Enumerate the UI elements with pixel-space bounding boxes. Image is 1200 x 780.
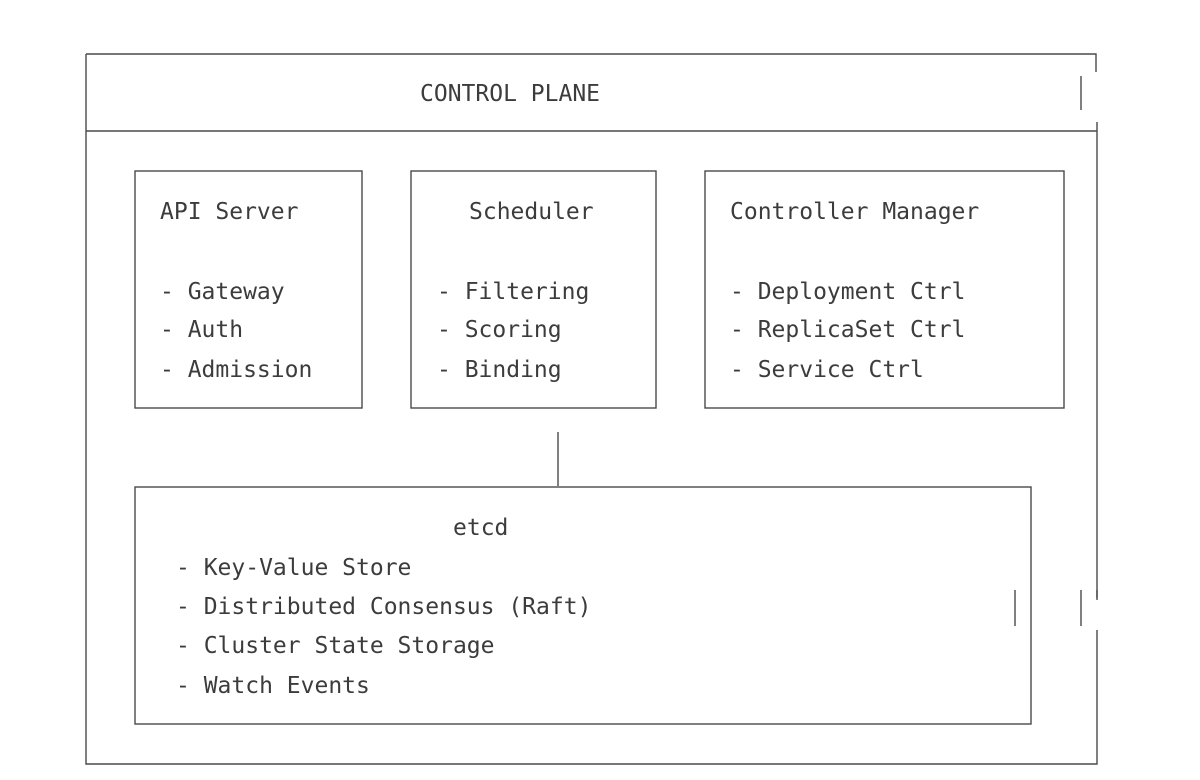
etcd-box <box>134 486 1032 725</box>
control-plane-frame <box>85 53 1098 765</box>
scheduler-item-scoring: - Scoring <box>437 317 562 343</box>
api-server-item-gateway: - Gateway <box>160 279 285 305</box>
controller-item-service: - Service Ctrl <box>730 357 924 383</box>
control-plane-title: CONTROL PLANE <box>420 81 601 107</box>
etcd-item-state-storage: - Cluster State Storage <box>176 633 495 659</box>
scheduler-item-binding: - Binding <box>437 357 562 383</box>
controller-item-deployment: - Deployment Ctrl <box>730 279 966 305</box>
controller-item-replicaset: - ReplicaSet Ctrl <box>730 317 966 343</box>
api-server-item-admission: - Admission <box>160 357 313 383</box>
api-server-box <box>134 170 363 409</box>
api-server-item-auth: - Auth <box>160 317 244 343</box>
controller-manager-box <box>704 170 1065 409</box>
etcd-title: etcd <box>453 515 509 541</box>
etcd-item-watch-events: - Watch Events <box>176 673 370 699</box>
scheduler-item-filtering: - Filtering <box>437 279 590 305</box>
api-server-title: API Server <box>160 199 299 225</box>
controller-manager-title: Controller Manager <box>730 199 980 225</box>
etcd-item-kv-store: - Key-Value Store <box>176 555 412 581</box>
scheduler-box <box>410 170 657 409</box>
scheduler-title: Scheduler <box>469 199 594 225</box>
etcd-item-consensus: - Distributed Consensus (Raft) <box>176 594 592 620</box>
